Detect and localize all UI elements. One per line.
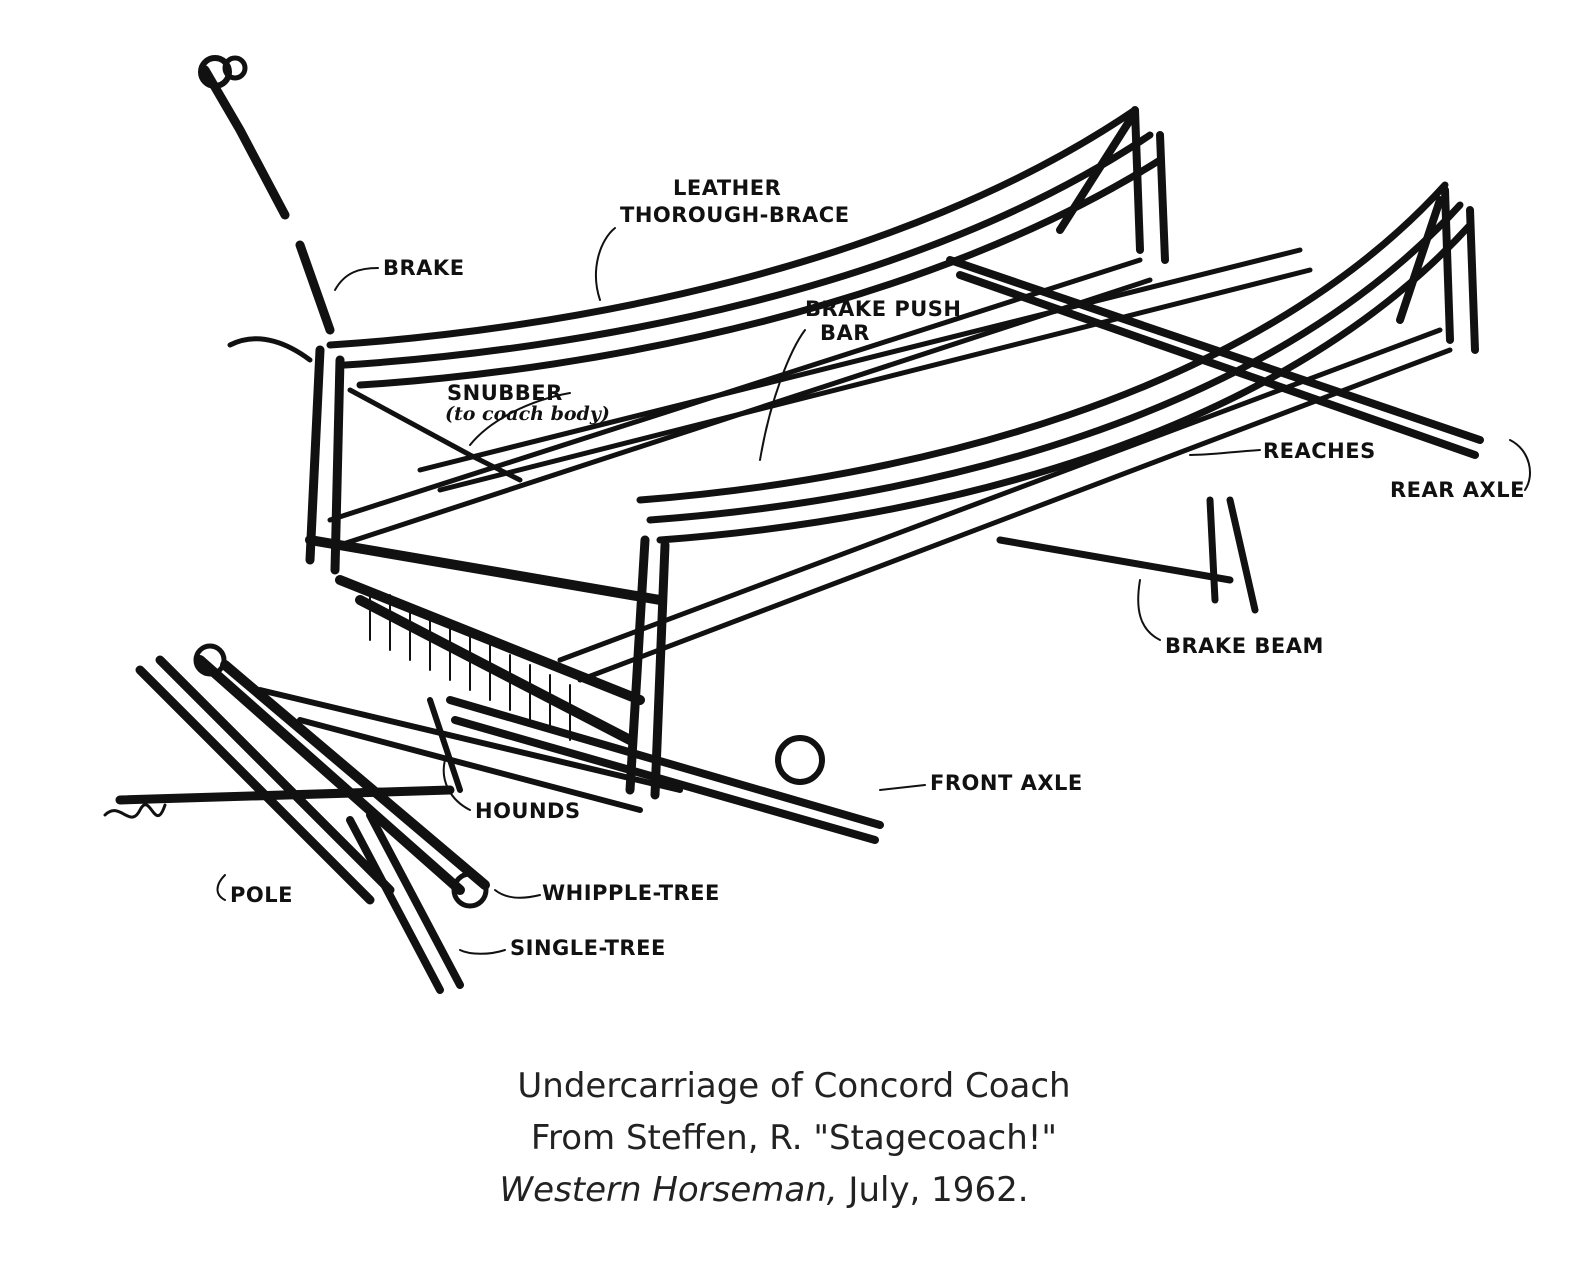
- snubber-strap: [347, 387, 523, 483]
- figure-caption: Undercarriage of Concord Coach From Stef…: [0, 1060, 1588, 1216]
- rear-uprights: [1056, 106, 1479, 354]
- label-whipple-tree: WHIPPLE-TREE: [542, 881, 720, 905]
- brake-beam: [996, 496, 1259, 614]
- label-snubber-1: SNUBBER: [447, 381, 563, 405]
- right-thorough-brace: [636, 181, 1474, 544]
- concord-coach-undercarriage-drawing: BRAKE LEATHER THOROUGH-BRACE BRAKE PUSH …: [103, 55, 1531, 994]
- label-brake-push-2: BAR: [820, 321, 870, 345]
- brake-lever: [200, 65, 335, 335]
- left-thorough-brace: [326, 106, 1164, 389]
- brake-lever-handle: [198, 55, 232, 89]
- reaches: [327, 247, 1453, 683]
- caption-date: July, 1962.: [837, 1170, 1029, 1210]
- label-brake: BRAKE: [383, 256, 465, 280]
- leader-lines: [216, 227, 1531, 955]
- label-snubber-2: (to coach body): [445, 403, 610, 425]
- caption-line-1: Undercarriage of Concord Coach: [517, 1066, 1071, 1106]
- single-tree: [346, 811, 464, 994]
- label-brake-push-1: BRAKE PUSH: [805, 297, 962, 321]
- pole: [115, 655, 455, 905]
- caption-line-2: From Steffen, R. "Stagecoach!": [530, 1118, 1058, 1158]
- artist-signature: [103, 803, 167, 819]
- caption-line-3: Western Horseman, July, 1962.: [0, 1164, 1588, 1216]
- caption-publication: Western Horseman,: [499, 1170, 838, 1210]
- front-axle: [446, 696, 884, 844]
- label-brake-beam: BRAKE BEAM: [1165, 634, 1324, 658]
- label-reaches: REACHES: [1263, 439, 1376, 463]
- label-leather-2: THOROUGH-BRACE: [620, 203, 850, 227]
- label-pole: POLE: [230, 883, 293, 907]
- label-rear-axle: REAR AXLE: [1390, 478, 1525, 502]
- label-front-axle: FRONT AXLE: [930, 771, 1083, 795]
- label-single-tree: SINGLE-TREE: [510, 936, 666, 960]
- hounds: [257, 687, 683, 813]
- label-hounds: HOUNDS: [475, 799, 581, 823]
- rear-axle: [946, 256, 1484, 459]
- label-leather-1: LEATHER: [673, 176, 781, 200]
- whipple-tree: [195, 655, 490, 895]
- front-uprights: [305, 345, 670, 800]
